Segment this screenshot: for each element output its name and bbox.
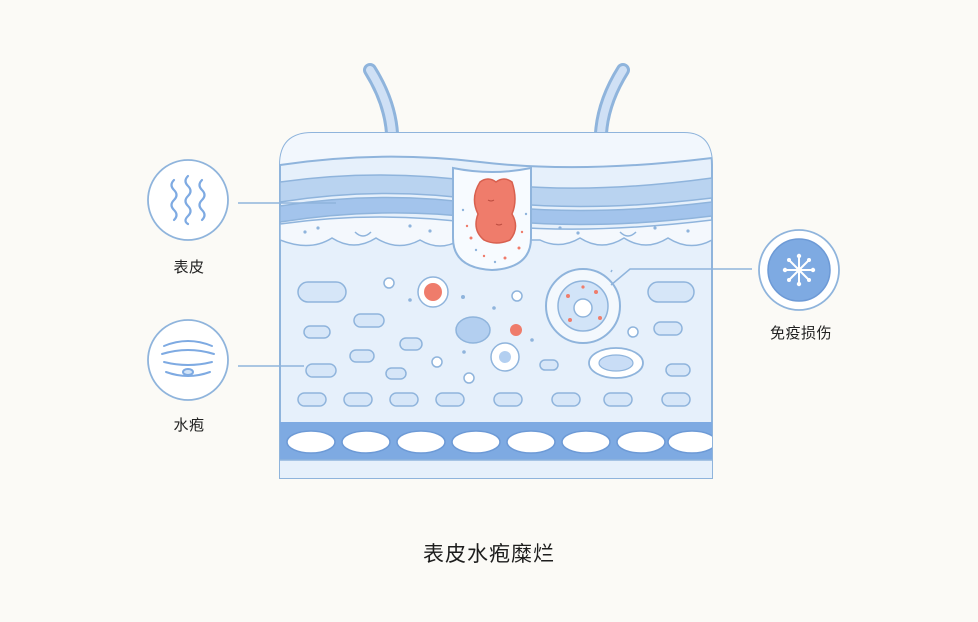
damaged-cell [545, 268, 621, 344]
diagram-caption: 表皮水疱糜烂 [423, 542, 555, 566]
inflammatory-cell [510, 324, 522, 336]
blister-erosion [452, 166, 532, 272]
virus-cell-icon [758, 229, 840, 311]
skin-block [279, 132, 713, 479]
dermis-cells [297, 281, 695, 380]
layered-blister-icon [147, 319, 229, 401]
immune-damage-label: 免疫损伤 [769, 324, 832, 342]
leader-lines [238, 202, 752, 367]
blister-label: 水疱 [173, 416, 205, 434]
wavy-lines-icon [147, 159, 229, 241]
epidermis-label: 表皮 [173, 258, 205, 276]
basal-cells [286, 430, 712, 454]
